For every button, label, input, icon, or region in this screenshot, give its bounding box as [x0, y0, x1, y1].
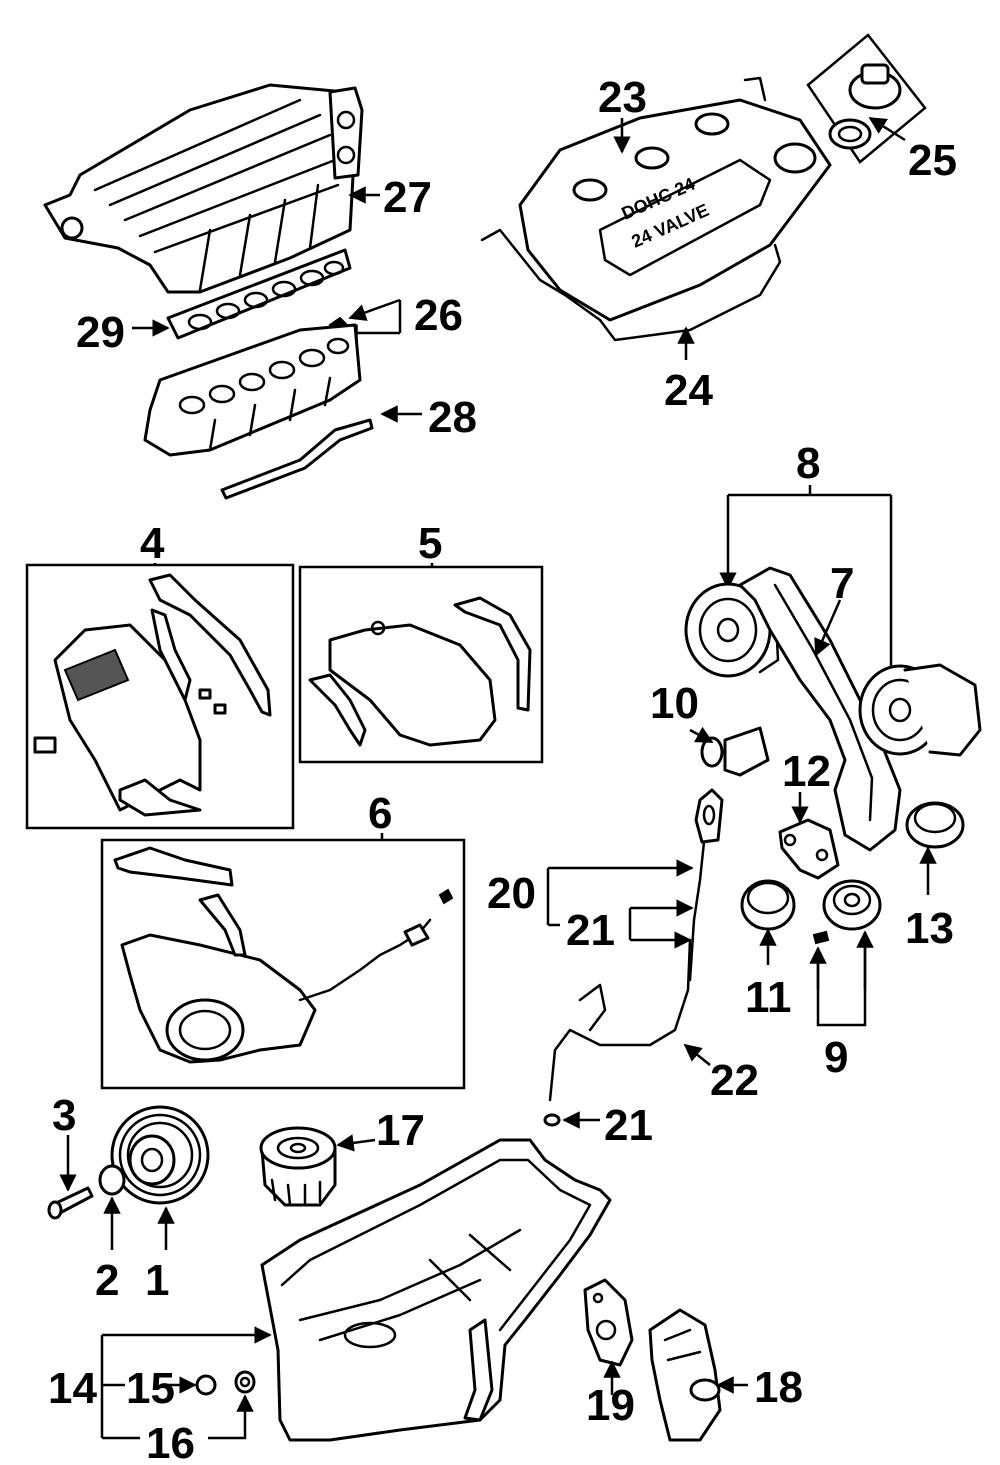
intake-manifold-gasket	[166, 248, 352, 340]
callout-4: 4	[140, 519, 165, 568]
callout-11: 11	[745, 973, 792, 1022]
timing-belt	[738, 566, 902, 852]
callout-8: 8	[796, 439, 820, 488]
callout-7: 7	[830, 559, 854, 608]
callout-21-upper: 21	[566, 906, 615, 955]
callout-12: 12	[782, 747, 831, 796]
callout-9: 9	[824, 1033, 848, 1082]
lower-intake-manifold	[143, 323, 362, 457]
callout-23: 23	[598, 73, 647, 122]
timing-cover-inner	[113, 846, 454, 1064]
callout-14: 14	[48, 1364, 97, 1413]
crankshaft-sprocket	[822, 879, 882, 931]
callout-1: 1	[145, 1256, 169, 1305]
oil-pump-pickup	[648, 1308, 722, 1442]
drain-plug-gasket	[234, 1370, 256, 1394]
manifold-gasket-strip	[220, 418, 374, 500]
callout-29: 29	[76, 308, 125, 357]
callout-27: 27	[383, 173, 432, 222]
callout-21-lower: 21	[604, 1101, 653, 1150]
callout-10: 10	[650, 679, 699, 728]
timing-cover-kit-2-box	[298, 565, 544, 764]
oil-filler-cap-kit	[806, 33, 927, 164]
callout-13: 13	[905, 904, 954, 953]
camshaft-sprocket-right	[858, 663, 982, 757]
callout-22: 22	[710, 1056, 759, 1105]
woodruff-key	[812, 930, 830, 945]
timing-cover-kit-box	[25, 563, 295, 830]
dipstick-o-ring	[543, 1113, 561, 1127]
callout-28: 28	[428, 393, 477, 442]
upper-intake-manifold	[43, 83, 364, 294]
oil-dipstick	[688, 788, 724, 982]
callout-16: 16	[146, 1419, 195, 1465]
callout-5: 5	[418, 519, 442, 568]
oil-filter	[259, 1126, 337, 1207]
callout-25: 25	[908, 136, 957, 185]
callout-2: 2	[95, 1256, 119, 1305]
timing-cover-kit-3-box	[100, 838, 466, 1090]
timing-cover-rear	[308, 596, 532, 747]
dipstick-tube	[548, 938, 692, 1102]
crankshaft-pulley	[110, 1105, 210, 1205]
callout-19: 19	[586, 1381, 635, 1430]
callout-6: 6	[368, 789, 392, 838]
callout-26: 26	[414, 291, 463, 340]
callout-24: 24	[664, 366, 713, 415]
idler-pulley-right	[905, 801, 965, 849]
callout-17: 17	[376, 1106, 425, 1155]
valve-cover: DOHC 24 24 VALVE	[518, 76, 832, 322]
callout-18: 18	[754, 1363, 803, 1412]
oil-pan	[260, 1138, 612, 1442]
idler-pulley-left	[740, 879, 796, 931]
drain-plug	[195, 1374, 217, 1396]
timing-cover-front	[33, 573, 272, 817]
pulley-bolt	[47, 1186, 94, 1220]
tensioner-bracket	[778, 818, 840, 880]
oil-pump-gasket	[583, 1278, 634, 1367]
callout-3: 3	[52, 1091, 76, 1140]
callout-15: 15	[126, 1364, 175, 1413]
callout-20: 20	[487, 869, 536, 918]
valve-cover-gasket	[480, 228, 782, 342]
pulley-washer	[98, 1164, 126, 1196]
belt-tensioner-actuator	[700, 726, 770, 777]
